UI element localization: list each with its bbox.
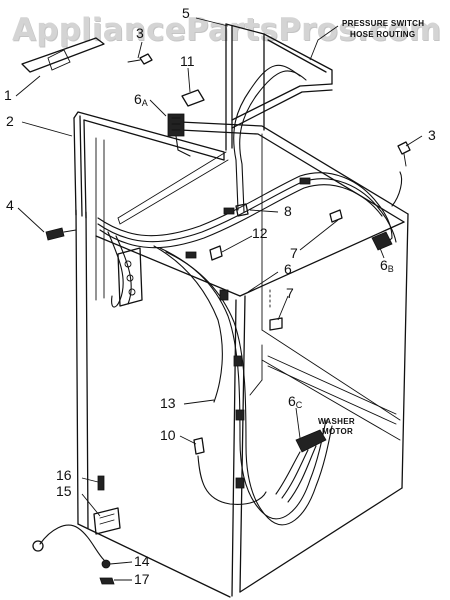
- callout-6: 6: [284, 261, 292, 277]
- callout-7-lower: 7: [286, 285, 294, 301]
- callout-7-top: 7: [290, 245, 298, 261]
- callout-11: 11: [180, 53, 195, 69]
- callout-1: 1: [4, 87, 12, 103]
- clamp-part-1: [21, 37, 105, 73]
- cabinet: [75, 121, 409, 598]
- callout-8: 8: [284, 203, 292, 219]
- callout-13: 13: [160, 395, 176, 411]
- callout-3-top: 3: [136, 25, 144, 41]
- note-washer-motor-line1: WASHER: [318, 417, 355, 426]
- clip-part-15: [93, 507, 121, 535]
- screw-part-16: [97, 475, 105, 491]
- clip-part-7-lower: [269, 317, 283, 331]
- clip-part-7-top: [329, 209, 343, 223]
- leader-lines: [15, 17, 423, 581]
- note-washer-motor-line2: MOTOR: [322, 427, 353, 436]
- wire-harness: [97, 172, 397, 526]
- callout-3-right: 3: [428, 127, 436, 143]
- callout-16: 16: [56, 467, 72, 483]
- note-pressure-switch-line2: HOSE ROUTING: [350, 30, 415, 39]
- callout-14: 14: [134, 553, 150, 569]
- clip-part-12: [209, 245, 223, 261]
- ring-terminal: [32, 540, 44, 552]
- note-pressure-switch-line1: PRESSURE SWITCH: [342, 19, 424, 28]
- callout-5: 5: [182, 5, 190, 21]
- clips: [209, 203, 343, 331]
- console-bracket: [117, 23, 333, 225]
- note-washer-motor: WASHER MOTOR: [318, 417, 355, 436]
- washer-part-14: [101, 559, 111, 569]
- callout-17: 17: [134, 571, 150, 587]
- ground-wire: [39, 524, 105, 561]
- connector-6c: [275, 429, 327, 503]
- rear-frame: [73, 111, 225, 301]
- callout-6c: 6C: [288, 393, 303, 410]
- callout-12: 12: [252, 225, 268, 241]
- note-pressure-switch: PRESSURE SWITCH HOSE ROUTING: [342, 19, 424, 39]
- pressure-hose-2: [239, 70, 307, 213]
- screw-part-3-right: [397, 141, 411, 167]
- callout-10: 10: [160, 427, 176, 443]
- callouts: 1 2 3 3 4 5 6 6A 6B 6C 7 7 8 10 11 12 13…: [4, 5, 436, 587]
- terminal-block: [117, 247, 143, 307]
- callout-4: 4: [6, 197, 14, 213]
- nut-part-17: [99, 577, 115, 585]
- callout-2: 2: [6, 113, 14, 129]
- pressure-hose: [233, 64, 301, 211]
- clip-part-8: [235, 203, 249, 217]
- callout-6b: 6B: [380, 257, 394, 274]
- ground-assembly: [32, 475, 121, 585]
- screw-part-4: [45, 227, 77, 241]
- screw-part-3-top: [127, 53, 153, 65]
- connector-6b: [371, 171, 403, 251]
- clip-part-11: [181, 89, 205, 107]
- screw-part-10: [193, 437, 205, 455]
- connector-6a: [167, 113, 191, 157]
- callout-6a: 6A: [134, 91, 148, 108]
- callout-15: 15: [56, 483, 72, 499]
